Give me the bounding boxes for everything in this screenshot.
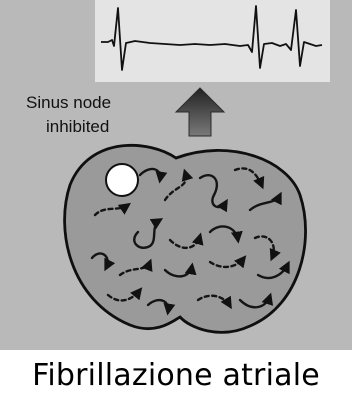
label-line-1: Sinus node <box>26 93 111 112</box>
ecg-strip <box>95 0 330 82</box>
sinus-node-icon <box>106 164 138 196</box>
figure-caption: Fibrillazione atriale <box>0 358 352 393</box>
label-line-2: inhibited <box>46 117 109 136</box>
